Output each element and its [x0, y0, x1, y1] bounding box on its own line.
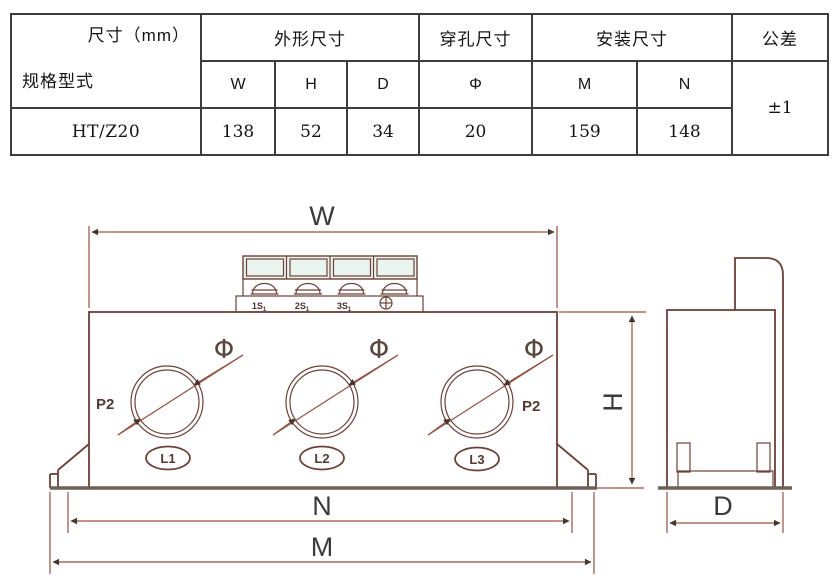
spec-type-header: 规格型式 [22, 72, 94, 91]
value-h: 52 [274, 107, 348, 156]
terminal-screws [250, 282, 409, 295]
front-view: W [49, 201, 646, 574]
size-unit-header: 尺寸（mm） [87, 26, 190, 45]
value-n: 148 [636, 107, 734, 156]
din-clip [676, 442, 774, 489]
value-w: 138 [200, 107, 276, 156]
ring-label-l1: L1 [160, 451, 175, 466]
terminal-label-2s1: 2S1 [295, 301, 310, 313]
dim-label-h: H [598, 392, 628, 412]
group-tolerance: 公差 [731, 13, 830, 62]
dim-label-w: W [309, 201, 335, 231]
side-body [666, 309, 776, 489]
group-outline-dims: 外形尺寸 [199, 13, 421, 62]
col-phi: Φ [418, 60, 534, 109]
table-header-row: 尺寸（mm） 规格型式 外形尺寸 穿孔尺寸 安装尺寸 公差 [10, 13, 830, 109]
side-terminal-profile [734, 257, 784, 488]
ring-label-l2: L2 [314, 451, 329, 466]
dim-d: D [666, 491, 784, 533]
dim-n: N [67, 491, 573, 533]
value-phi: 20 [418, 107, 534, 156]
phi-callout-l2: Φ [369, 335, 389, 365]
p2-label-right: P2 [522, 398, 540, 415]
hole-l3: Φ L3 [427, 335, 554, 472]
col-m: M [531, 60, 639, 109]
technical-drawing: W [49, 201, 792, 574]
terminal-block: 1S1 2S1 3S1 [235, 255, 424, 313]
dim-m: M [49, 492, 595, 574]
earth-terminal-icon [379, 296, 393, 310]
dimension-spec-table: 尺寸（mm） 规格型式 外形尺寸 穿孔尺寸 安装尺寸 公差 W H D Φ M … [10, 13, 830, 156]
ring-label-l3: L3 [469, 452, 484, 467]
col-n: N [636, 60, 734, 109]
body-outline [49, 311, 644, 490]
group-hole-dims: 穿孔尺寸 [418, 13, 534, 62]
hole-l1: Φ L1 [117, 335, 244, 471]
dim-label-d: D [713, 491, 733, 521]
model-name: HT/Z20 [10, 107, 202, 156]
dim-label-m: M [311, 532, 334, 562]
p2-label-left: P2 [96, 396, 114, 413]
corner-header-cell: 尺寸（mm） 规格型式 [10, 13, 202, 109]
side-view: D [658, 257, 792, 533]
dim-w: W [88, 201, 558, 308]
col-h: H [274, 60, 348, 109]
dim-h: H [559, 311, 646, 485]
phi-callout-l3: Φ [524, 335, 544, 365]
tolerance-value: ±1 [731, 60, 830, 156]
table-data-row: HT/Z20 138 52 34 20 159 148 [10, 107, 828, 156]
value-m: 159 [531, 107, 639, 156]
col-d: D [345, 60, 421, 109]
terminal-label-3s1: 3S1 [337, 301, 352, 313]
value-d: 34 [345, 107, 421, 156]
group-mount-dims: 安装尺寸 [531, 13, 734, 62]
col-w: W [200, 60, 276, 109]
terminal-label-1s1: 1S1 [252, 301, 267, 313]
hole-l2: Φ L2 [272, 335, 399, 471]
dim-label-n: N [312, 491, 332, 521]
table-subheader-row: W H D Φ M N ±1 [11, 60, 830, 156]
phi-callout-l1: Φ [214, 335, 234, 365]
